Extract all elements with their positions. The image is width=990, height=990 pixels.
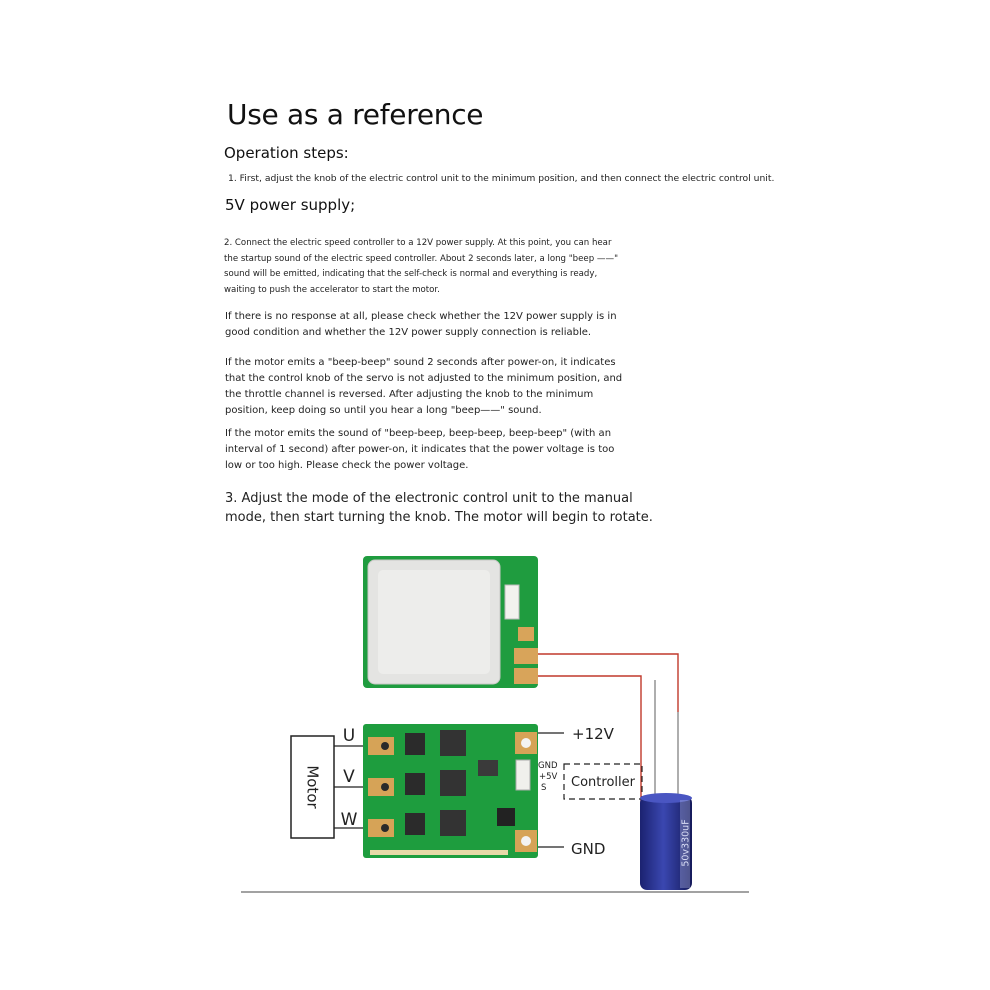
mcu-chip (497, 808, 515, 826)
positive-wire (538, 653, 679, 712)
capacitor-stripe (680, 800, 690, 888)
voltage-line: interval of 1 second) after power-on, it… (225, 444, 615, 455)
page-title: Use as a reference (227, 98, 484, 131)
step-3-line: 3. Adjust the mode of the electronic con… (225, 491, 633, 506)
driver-chip (478, 760, 498, 776)
step-2-line: sound will be emitted, indicating that t… (224, 269, 598, 280)
beep-beep-line: the throttle channel is reversed. After … (225, 389, 594, 400)
phase-u-label: U (343, 726, 355, 746)
signal-header (515, 759, 531, 791)
phase-w-hole (381, 824, 389, 832)
voltage-paragraph: If the motor emits the sound of "beep-be… (225, 426, 645, 474)
no-response-line: If there is no response at all, please c… (225, 311, 617, 322)
s-pin-label: S (541, 783, 546, 793)
capacitor-top (640, 793, 692, 803)
controller-label: Controller (571, 775, 636, 790)
mosfet-chip (405, 813, 425, 835)
step-3-line: mode, then start turning the knob. The m… (225, 510, 653, 525)
plus12v-label: +12V (572, 725, 615, 743)
beep-beep-line: position, keep doing so until you hear a… (225, 405, 542, 416)
no-response-line: good condition and whether the 12V power… (225, 327, 592, 338)
controller-box (563, 763, 643, 800)
ground-pad-hole (521, 836, 531, 846)
beep-beep-line: that the control knob of the servo is no… (225, 373, 623, 384)
phase-v-hole (381, 783, 389, 791)
mosfet-chip (405, 773, 425, 795)
gnd-label: GND (571, 840, 605, 858)
power-supply-heading: 5V power supply; (225, 196, 356, 214)
solder-pad (514, 668, 538, 684)
beep-beep-line: If the motor emits a "beep-beep" sound 2… (225, 357, 616, 368)
voltage-line: If the motor emits the sound of "beep-be… (225, 428, 612, 439)
no-response-paragraph: If there is no response at all, please c… (225, 309, 645, 341)
capacitor-rating: 50v330uF (681, 819, 692, 866)
mosfet-chip (405, 733, 425, 755)
voltage-line: low or too high. Please check the power … (225, 460, 469, 471)
mosfet-chip (440, 770, 466, 796)
power-pad-hole (521, 738, 531, 748)
negative-wire (538, 675, 642, 808)
capacitor-body (640, 796, 692, 890)
motor-label: Motor (304, 765, 322, 809)
mosfet-chip (440, 810, 466, 836)
step-2-line: the startup sound of the electric speed … (224, 253, 619, 264)
connector-header (504, 584, 520, 620)
phase-v-label: V (343, 767, 355, 787)
capacitor: 50v330uF (640, 793, 692, 890)
solder-pad (514, 648, 538, 664)
esc-board (363, 724, 538, 858)
board-edge-strip (370, 850, 508, 855)
phase-w-label: W (341, 810, 358, 830)
beep-beep-paragraph: If the motor emits a "beep-beep" sound 2… (225, 355, 645, 419)
step-3-paragraph: 3. Adjust the mode of the electronic con… (225, 489, 653, 527)
heat-sink-pad-inner (378, 570, 490, 674)
solder-pad (518, 627, 534, 641)
step-1-text: 1. First, adjust the knob of the electri… (228, 173, 775, 184)
step-2-line: 2. Connect the electric speed controller… (224, 238, 612, 248)
operation-steps-heading: Operation steps: (224, 144, 349, 162)
wiring-diagram: Motor U V W +12V GND +5V S Controller (241, 556, 749, 893)
controller-board (363, 556, 538, 688)
mosfet-chip (440, 730, 466, 756)
step-2-line: waiting to push the accelerator to start… (224, 284, 440, 295)
phase-u-hole (381, 742, 389, 750)
step-2-paragraph: 2. Connect the electric speed controller… (224, 236, 644, 298)
plus5v-pin-label: +5V (539, 772, 558, 782)
gnd-pin-label: GND (538, 761, 558, 771)
